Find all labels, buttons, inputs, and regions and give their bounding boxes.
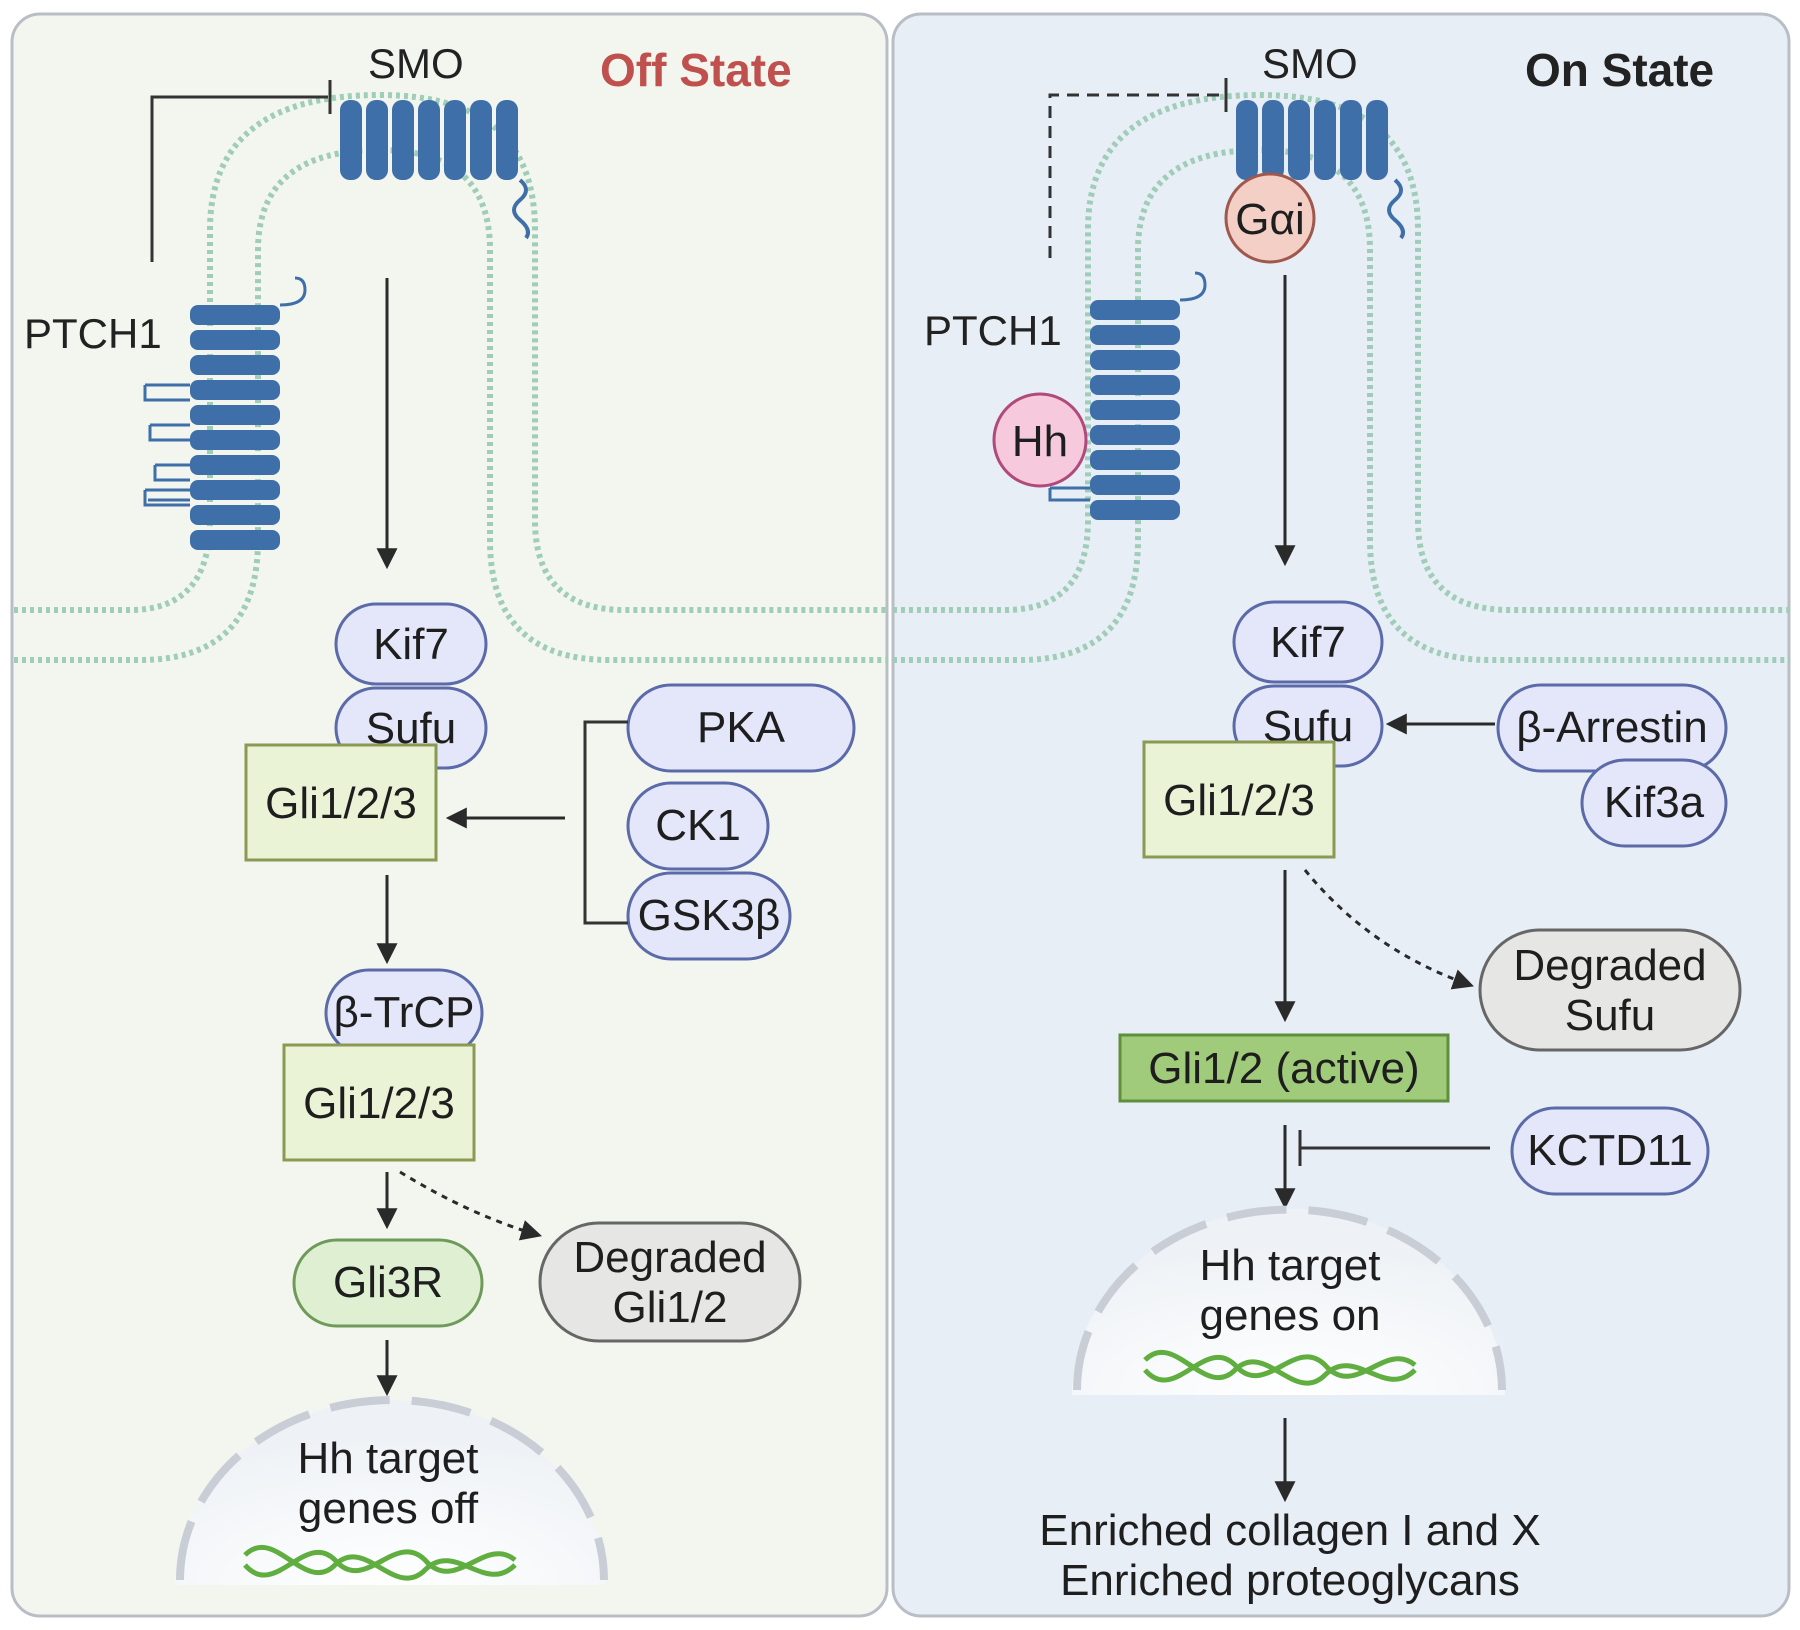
on-hh-node: Hh <box>992 392 1088 488</box>
off-pka-node: PKA <box>626 683 856 773</box>
off-smo-receptor <box>340 100 530 240</box>
off-gli-box-1: Gli1/2/3 <box>244 743 438 862</box>
on-degraded-text-2: Sufu <box>1565 991 1656 1040</box>
off-kif7-text: Kif7 <box>373 620 449 669</box>
on-state-title-text: On State <box>1525 44 1714 96</box>
on-target-text-2: genes on <box>1199 1291 1380 1340</box>
on-degraded-arrow <box>1303 869 1474 990</box>
off-state-title-text: Off State <box>600 44 792 96</box>
off-state-title: Off State <box>600 44 792 96</box>
off-degraded-text-2: Gli1/2 <box>613 1283 728 1332</box>
on-kif3a-text: Kif3a <box>1604 778 1705 827</box>
on-outcome-text-1: Enriched collagen I and X <box>1039 1506 1540 1555</box>
off-nucleus: Hh target genes off <box>175 1396 608 1585</box>
off-gli-2-text: Gli1/2/3 <box>303 1079 455 1128</box>
on-gli-active-text: Gli1/2 (active) <box>1148 1044 1419 1093</box>
on-degraded-text-1: Degraded <box>1513 941 1706 990</box>
on-kif7-node: Kif7 <box>1232 600 1384 684</box>
on-gli-active-node: Gli1/2 (active) <box>1118 1033 1450 1103</box>
on-barrestin-node: β-Arrestin <box>1496 683 1728 773</box>
off-kif7-node: Kif7 <box>334 602 488 686</box>
off-gli3r-text: Gli3R <box>333 1258 443 1307</box>
on-hh-text: Hh <box>1012 417 1068 466</box>
on-ptch1-dashed-inhibit <box>1048 93 1222 258</box>
on-gli-text: Gli1/2/3 <box>1163 776 1315 825</box>
off-ptch1-inhibits-smo <box>150 95 328 262</box>
on-smo-label: SMO <box>1262 40 1358 87</box>
off-ptch1-receptor <box>143 276 307 550</box>
on-kif3a-node: Kif3a <box>1580 758 1728 848</box>
on-outcome-text-2: Enriched proteoglycans <box>1060 1556 1520 1605</box>
on-kctd11-text: KCTD11 <box>1527 1126 1692 1175</box>
on-cilium-membrane <box>893 91 1789 663</box>
on-gai-text: Gαi <box>1235 195 1304 244</box>
off-smo-label: SMO <box>368 40 464 87</box>
on-nucleus: Hh target genes on <box>1072 1205 1506 1395</box>
off-degraded-text-1: Degraded <box>573 1233 766 1282</box>
on-smo-receptor <box>1236 100 1405 240</box>
off-pka-text: PKA <box>697 703 786 752</box>
off-degraded-arrow <box>399 1170 543 1241</box>
off-kinase-bracket <box>583 720 628 925</box>
off-dna-icon <box>243 1545 517 1581</box>
off-gli-box-2: Gli1/2/3 <box>282 1043 476 1162</box>
off-degraded-node: Degraded Gli1/2 <box>538 1221 802 1343</box>
off-gsk3b-text: GSK3β <box>638 891 781 940</box>
off-gsk3b-node: GSK3β <box>626 871 792 961</box>
off-ptch1-label: PTCH1 <box>24 310 162 357</box>
on-dna-icon <box>1143 1350 1417 1386</box>
on-gli-box: Gli1/2/3 <box>1142 740 1336 859</box>
off-gli-1-text: Gli1/2/3 <box>265 779 417 828</box>
off-ck1-text: CK1 <box>655 801 741 850</box>
on-state-title: On State <box>1525 44 1714 96</box>
off-ck1-node: CK1 <box>626 781 770 871</box>
on-barrestin-text: β-Arrestin <box>1516 703 1708 752</box>
on-ptch1-receptor <box>1048 271 1207 520</box>
on-degraded-node: Degraded Sufu <box>1478 928 1742 1052</box>
off-target-text-2: genes off <box>298 1484 479 1533</box>
off-btrcp-text: β-TrCP <box>334 988 475 1037</box>
off-gli3r-node: Gli3R <box>292 1238 484 1328</box>
on-target-text-1: Hh target <box>1200 1241 1381 1290</box>
off-cilium-membrane <box>14 91 887 663</box>
on-kif7-text: Kif7 <box>1270 618 1346 667</box>
on-gai-node: Gαi <box>1224 172 1316 264</box>
on-kctd11-node: KCTD11 <box>1510 1106 1710 1196</box>
on-ptch1-label: PTCH1 <box>924 307 1062 354</box>
off-btrcp-node: β-TrCP <box>324 968 484 1058</box>
off-target-text-1: Hh target <box>298 1434 479 1483</box>
